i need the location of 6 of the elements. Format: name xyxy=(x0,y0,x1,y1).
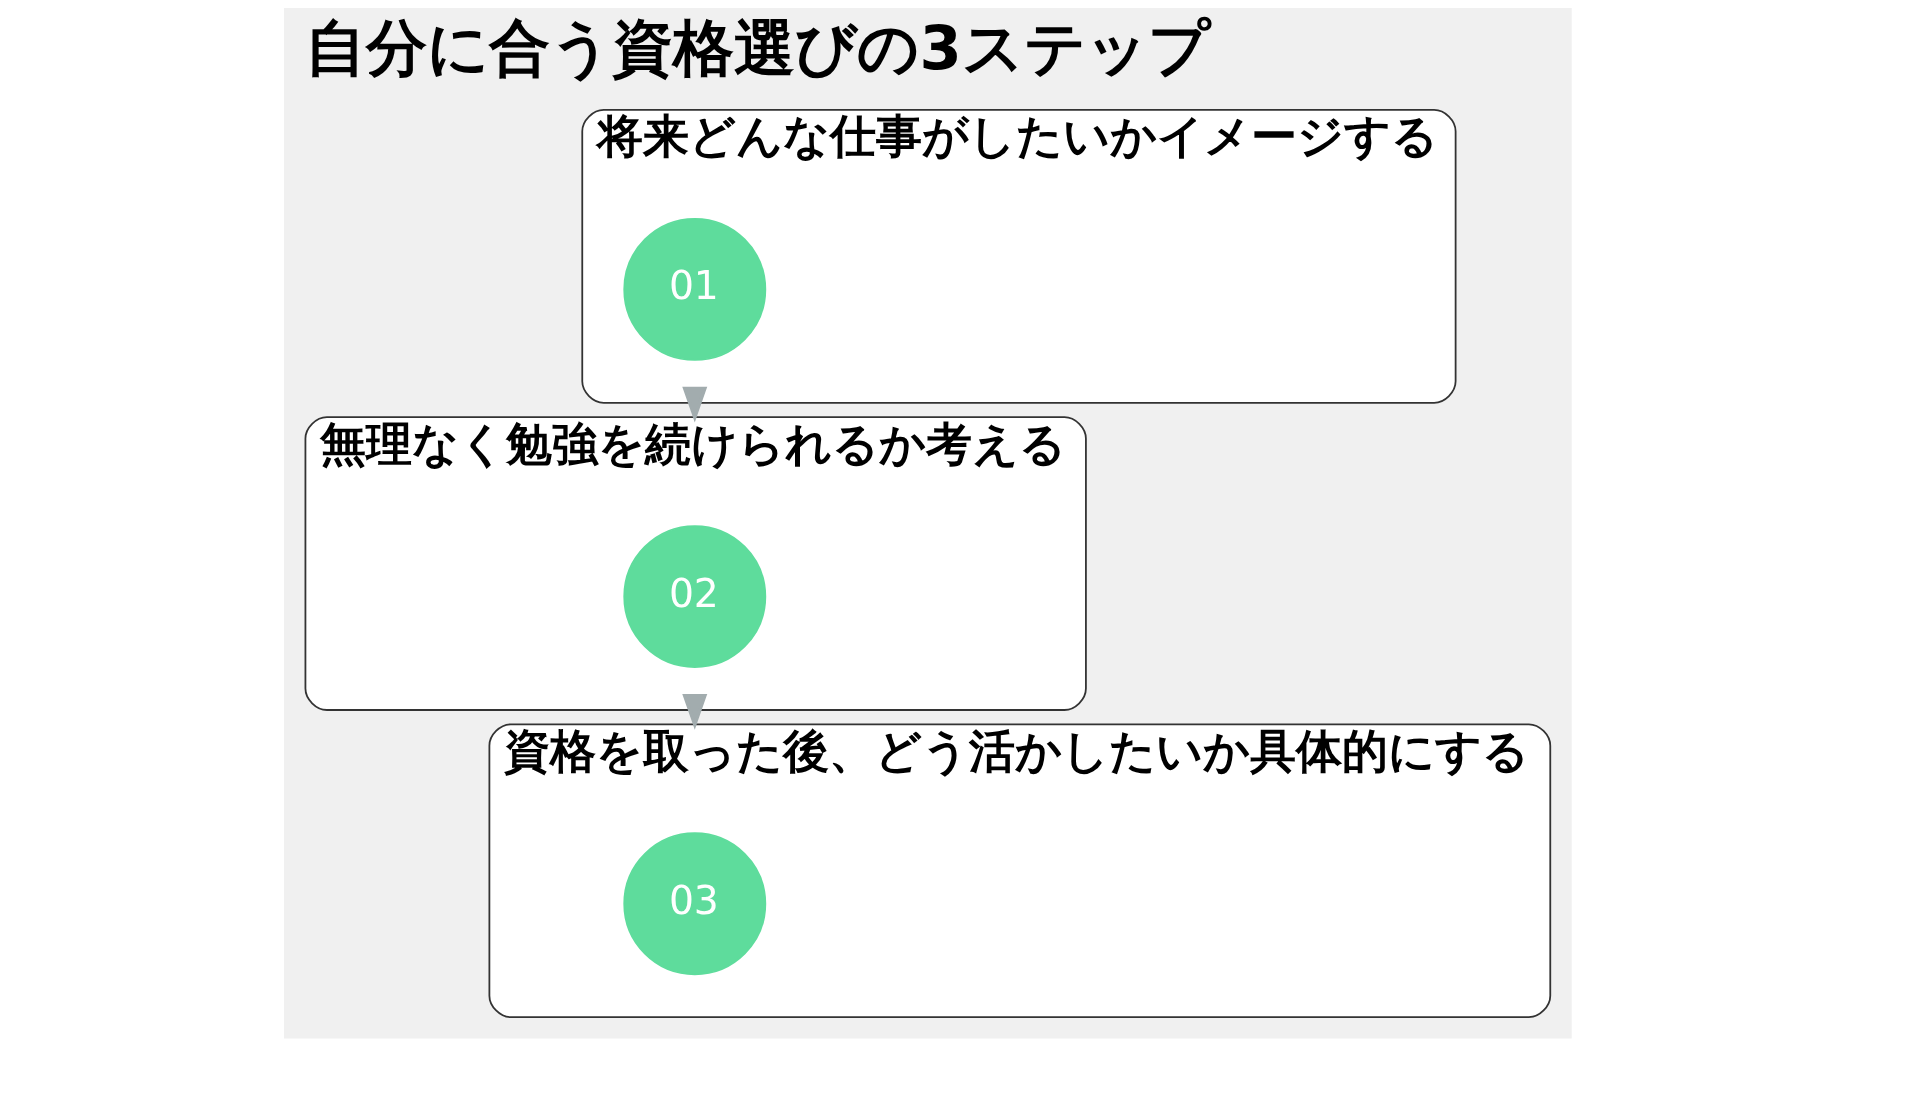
node-circle: 02 xyxy=(623,525,767,668)
diagram-title: 自分に合う資格選びの3ステップ xyxy=(305,13,1210,84)
node-circle: 01 xyxy=(623,217,767,361)
node-circle: 03 xyxy=(623,832,767,976)
arrow xyxy=(682,693,708,730)
arrow xyxy=(682,386,708,423)
